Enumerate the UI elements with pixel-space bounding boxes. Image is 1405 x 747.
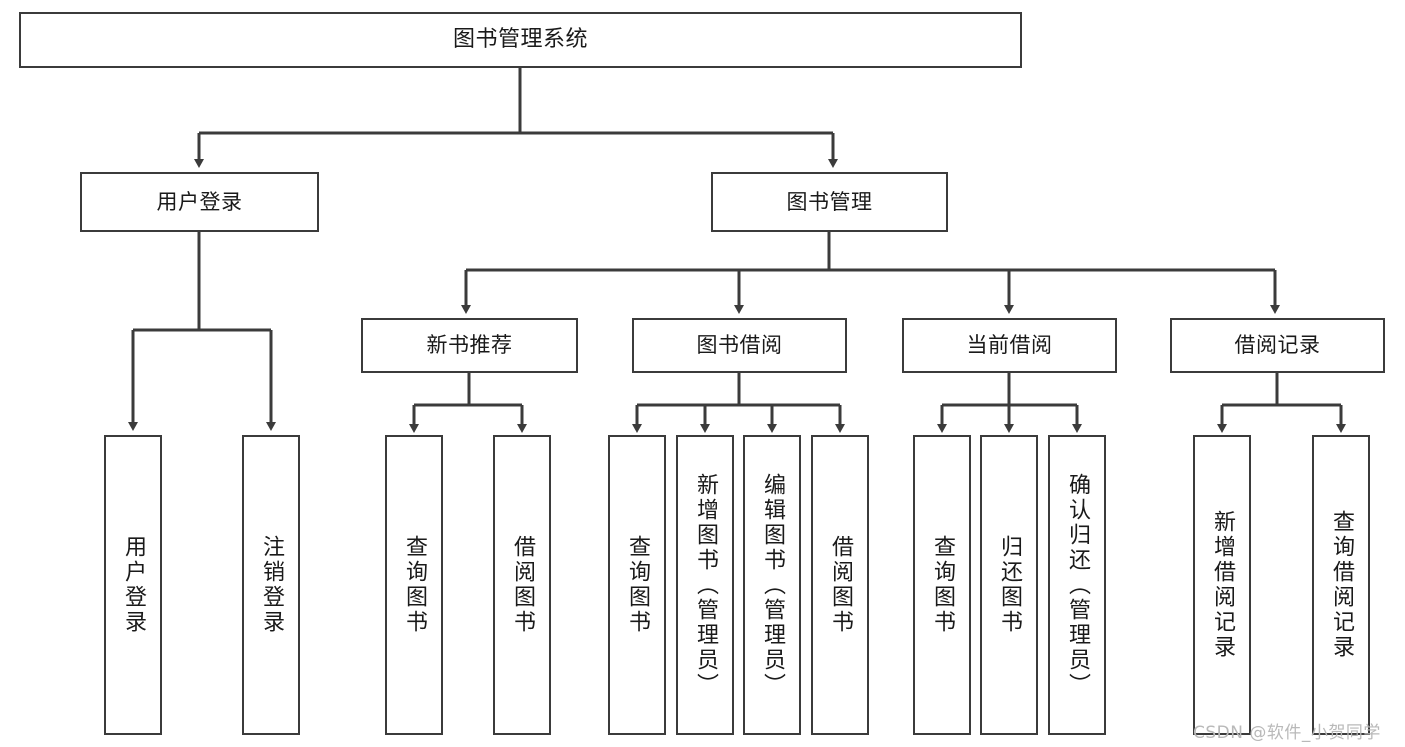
leaf-borrow-borrow-book[interactable]: 借阅图书 bbox=[811, 435, 869, 735]
node-label: 新书推荐 bbox=[426, 333, 513, 358]
node-label: 借阅图书 bbox=[828, 535, 853, 635]
node-label: 新增借阅记录 bbox=[1210, 510, 1235, 660]
leaf-current-return-book[interactable]: 归还图书 bbox=[980, 435, 1038, 735]
node-label: 图书管理 bbox=[786, 189, 873, 214]
node-book-borrow[interactable]: 图书借阅 bbox=[632, 318, 847, 373]
node-label: 当前借阅 bbox=[966, 333, 1053, 358]
leaf-current-confirm-return-admin[interactable]: 确认归还（管理员） bbox=[1048, 435, 1106, 735]
node-label: 图书管理系统 bbox=[452, 27, 588, 53]
node-user-login[interactable]: 用户登录 bbox=[80, 172, 319, 232]
node-label: 用户登录 bbox=[156, 189, 243, 214]
node-label: 编辑图书（管理员） bbox=[760, 472, 785, 698]
csdn-watermark: CSDN @软件_小贺同学 bbox=[1193, 723, 1381, 743]
node-label: 归还图书 bbox=[997, 535, 1022, 635]
node-label: 注销登录 bbox=[259, 535, 284, 635]
node-borrow-record[interactable]: 借阅记录 bbox=[1170, 318, 1385, 373]
leaf-user-logout[interactable]: 注销登录 bbox=[242, 435, 300, 735]
leaf-borrow-add-book-admin[interactable]: 新增图书（管理员） bbox=[676, 435, 734, 735]
leaf-recommend-query-book[interactable]: 查询图书 bbox=[385, 435, 443, 735]
node-label: 查询图书 bbox=[402, 535, 427, 635]
leaf-user-login[interactable]: 用户登录 bbox=[104, 435, 162, 735]
leaf-current-query-book[interactable]: 查询图书 bbox=[913, 435, 971, 735]
node-label: 确认归还（管理员） bbox=[1065, 472, 1090, 698]
leaf-record-add-borrow-record[interactable]: 新增借阅记录 bbox=[1193, 435, 1251, 735]
node-label: 借阅图书 bbox=[510, 535, 535, 635]
node-label: 借阅记录 bbox=[1234, 333, 1321, 358]
node-current-borrow[interactable]: 当前借阅 bbox=[902, 318, 1117, 373]
leaf-record-query-borrow-record[interactable]: 查询借阅记录 bbox=[1312, 435, 1370, 735]
node-label: 新增图书（管理员） bbox=[693, 472, 718, 698]
node-label: 用户登录 bbox=[121, 535, 146, 635]
node-label: 图书借阅 bbox=[696, 333, 783, 358]
leaf-borrow-edit-book-admin[interactable]: 编辑图书（管理员） bbox=[743, 435, 801, 735]
leaf-borrow-query-book[interactable]: 查询图书 bbox=[608, 435, 666, 735]
node-label: 查询借阅记录 bbox=[1329, 510, 1354, 660]
node-book-management[interactable]: 图书管理 bbox=[711, 172, 948, 232]
node-label: 查询图书 bbox=[625, 535, 650, 635]
node-new-book-recommend[interactable]: 新书推荐 bbox=[361, 318, 578, 373]
leaf-recommend-borrow-book[interactable]: 借阅图书 bbox=[493, 435, 551, 735]
node-label: 查询图书 bbox=[930, 535, 955, 635]
node-root-system[interactable]: 图书管理系统 bbox=[19, 12, 1022, 68]
